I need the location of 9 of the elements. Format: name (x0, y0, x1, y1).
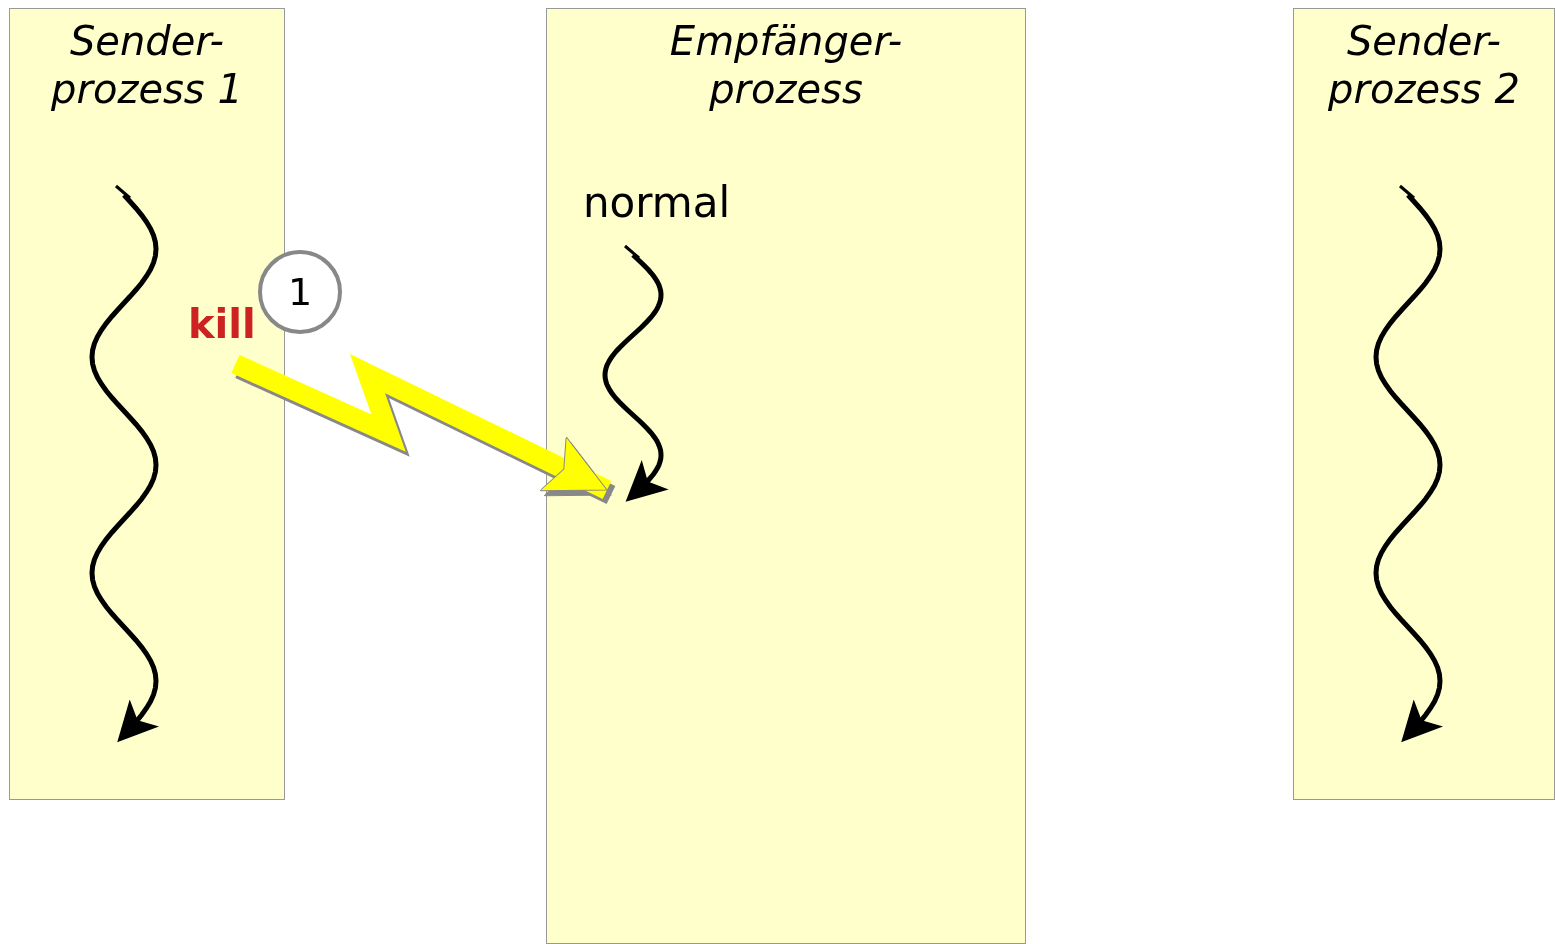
process-title: Sender- prozess 1 (50, 17, 244, 113)
process-panel (546, 8, 1026, 944)
step-number-circle: 1 (258, 250, 342, 334)
process-title: Empfänger- prozess (668, 17, 904, 113)
process-title: Sender- prozess 2 (1327, 17, 1521, 113)
state-label: normal (583, 180, 731, 226)
signal-label: kill (188, 302, 256, 346)
process-panel (9, 8, 285, 800)
process-panel (1293, 8, 1555, 800)
